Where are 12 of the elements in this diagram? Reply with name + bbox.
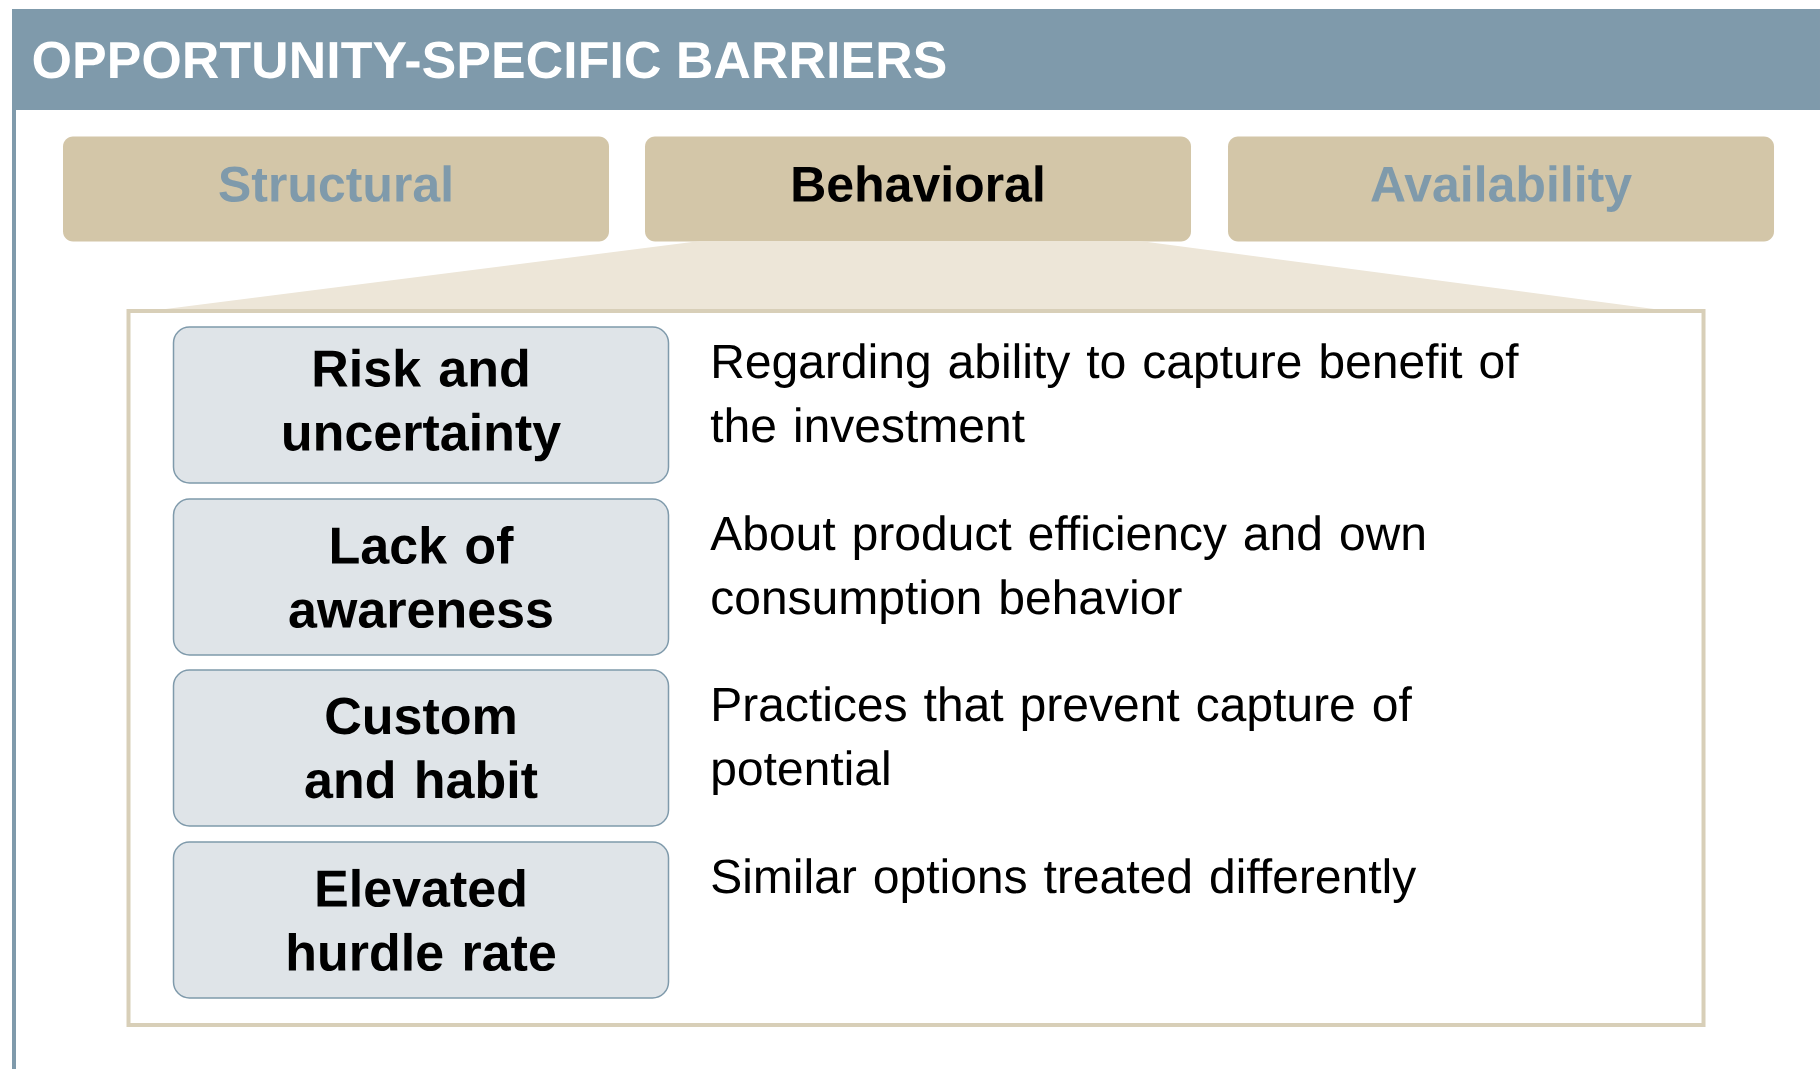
barrier-box: Custom and habit — [172, 669, 670, 827]
description-text: About product efficiency and own consumption behavior — [710, 515, 1424, 624]
description-text: Practices that prevent capture of potential — [713, 686, 1412, 795]
tab: Availability — [1228, 136, 1774, 242]
description-text: Similar options treated differently — [712, 858, 1417, 903]
barrier-box: Lack of awareness — [172, 498, 670, 656]
description-text: Regarding ability to capture benefit of the investment — [710, 343, 1519, 443]
barrier-box: Elevated hurdle rate — [172, 841, 670, 999]
title-bar: OPPORTUNITY-SPECIFIC BARRIERS — [12, 9, 1820, 110]
tab: Structural — [63, 136, 609, 242]
barrier-box: Risk and uncertainty — [172, 326, 670, 484]
tab: Behavioral — [645, 136, 1191, 242]
